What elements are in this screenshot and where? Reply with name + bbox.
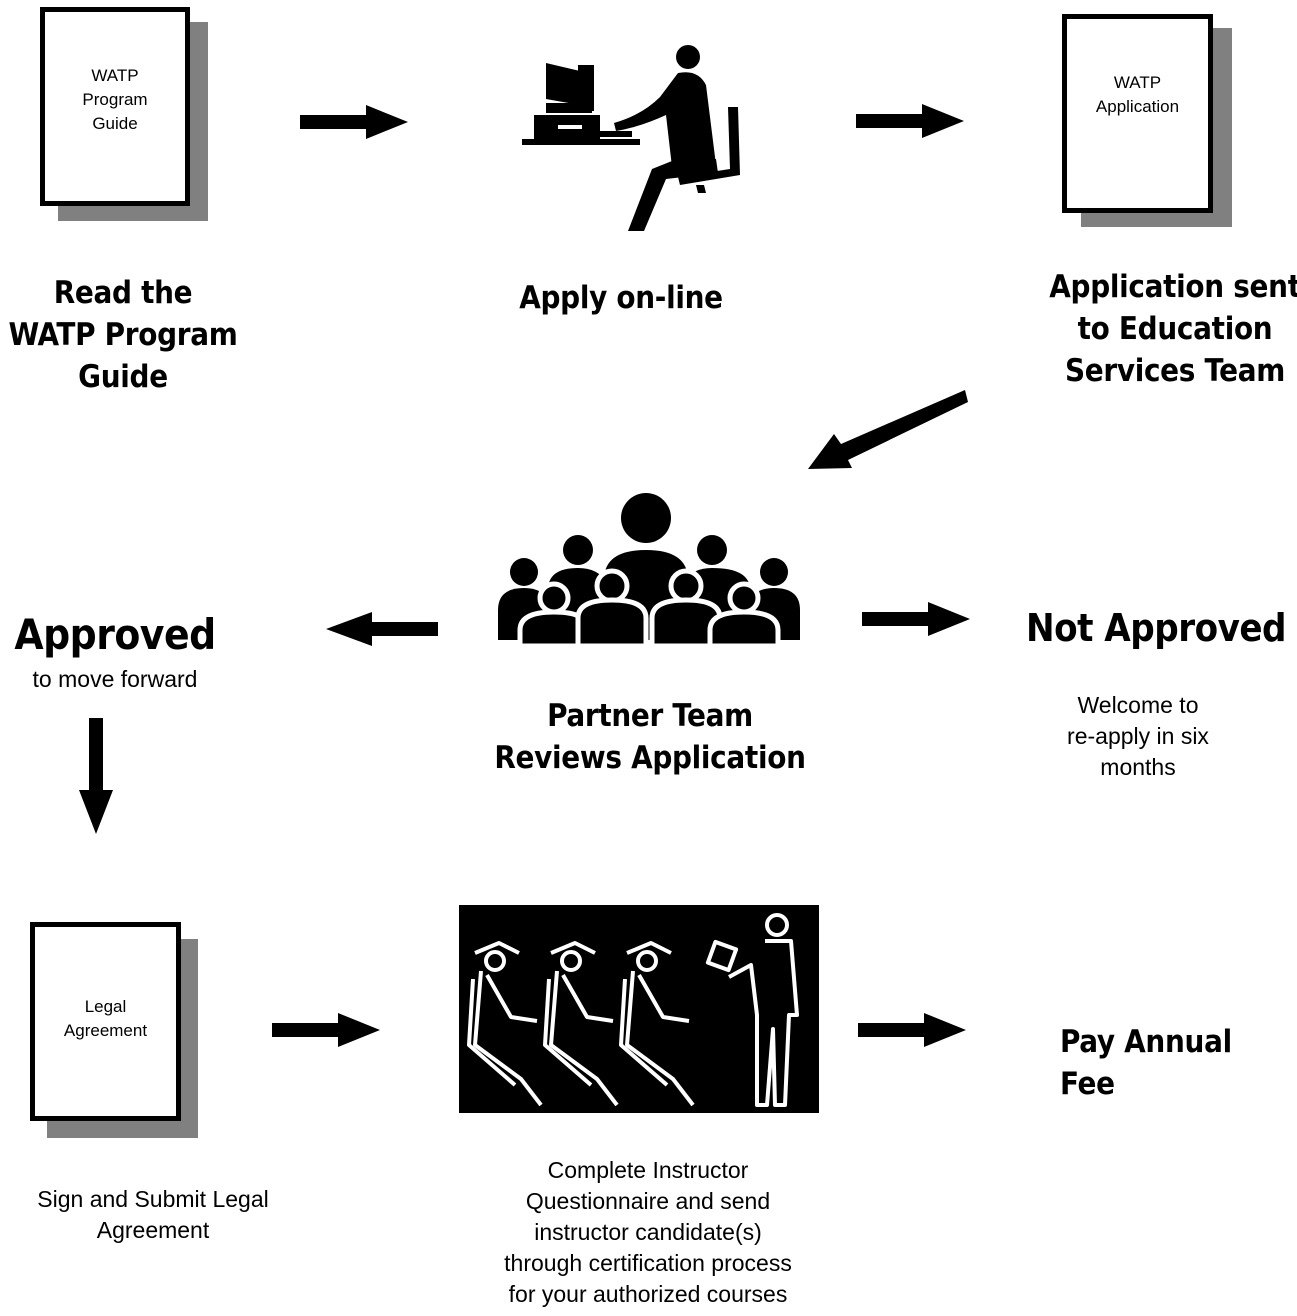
arrow-right-icon — [856, 104, 964, 138]
partner-review-label: Partner Team Reviews Application — [494, 698, 806, 776]
approved-title: Approved — [14, 610, 216, 659]
arrow-down-icon — [79, 718, 113, 834]
not-approved-subtitle: Welcome to re-apply in six months — [1067, 692, 1209, 780]
arrow-right-icon — [272, 1013, 380, 1047]
not-approved-title: Not Approved — [1025, 606, 1287, 650]
arrow-down-left-icon — [808, 390, 968, 469]
application-document-icon: WATP Application — [1062, 14, 1232, 227]
approved-subtitle: to move forward — [32, 666, 198, 692]
legal-doc-label: Legal Agreement — [63, 997, 148, 1040]
read-guide-label: Read the WATP Program Guide — [8, 275, 238, 395]
apply-online-label: Apply on-line — [519, 280, 723, 316]
arrow-right-icon — [300, 105, 408, 139]
pay-fee-label: Pay Annual Fee — [1060, 1024, 1232, 1102]
program-guide-document-icon: WATP Program Guide — [40, 7, 208, 221]
application-doc-label: WATP Application — [1095, 73, 1180, 116]
arrow-right-icon — [858, 1013, 966, 1047]
program-guide-doc-label: WATP Program Guide — [82, 66, 148, 133]
legal-agreement-document-icon: Legal Agreement — [30, 922, 198, 1138]
group-of-people-icon — [498, 493, 800, 652]
classroom-icon — [459, 905, 819, 1113]
arrow-right-icon — [862, 602, 970, 636]
computer-user-icon — [522, 45, 740, 231]
sign-submit-label: Sign and Submit Legal Agreement — [37, 1186, 269, 1243]
arrow-left-icon — [326, 612, 438, 646]
application-sent-label: Application sent to Education Services T… — [1049, 269, 1297, 389]
complete-questionnaire-label: Complete Instructor Questionnaire and se… — [504, 1157, 792, 1307]
